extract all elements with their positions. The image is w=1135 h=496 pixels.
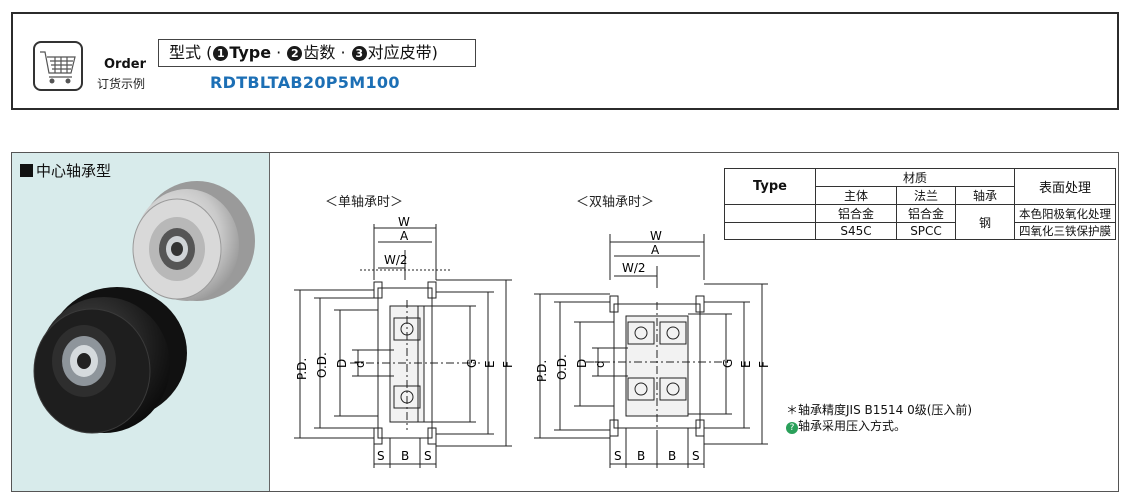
product-photo-area [12,153,270,491]
notes: ＊轴承精度JIS B1514 0级(压入前) ?轴承采用压入方式。 [786,402,972,434]
double-bearing-caption: ＜双轴承时＞ [576,195,655,210]
surface-cell: 本色阳极氧化处理 [1014,204,1116,223]
dim-A: A [651,243,660,257]
bearing-cell: 钢 [955,204,1015,240]
dim-d: d [593,360,607,368]
note-press-fit: ?轴承采用压入方式。 [786,418,972,434]
double-bearing-diagram: W A W/2 P.D. O.D. D d G E F S B B S [534,229,771,468]
dim-W: W [650,229,662,243]
material-table: Type 材质 表面处理 主体 法兰 轴承 铝合金 铝合金 钢 本色阳极氧化处理… [724,168,1116,240]
order-label: Order [104,57,146,72]
body-header: 主体 [815,186,897,205]
surface-cell: 四氧化三铁保护膜 [1014,222,1116,240]
section-title: 中心轴承型 [20,160,111,181]
type-cell [724,204,816,223]
dim-E: E [739,360,753,368]
table-row: S45C SPCC 四氧化三铁保护膜 [724,222,1116,240]
type-cell [724,222,816,240]
dim-S: S [614,449,622,463]
bearing-header: 轴承 [955,186,1015,205]
dim-G: G [465,359,479,368]
number-3-badge: 3 [351,46,367,61]
silver-pulley-image [132,181,255,301]
type-item-label: Type [229,43,272,62]
flange-cell: SPCC [896,222,956,240]
dim-G: G [721,359,735,368]
dim-F: F [757,361,771,368]
section-square-icon [20,164,33,177]
dim-D: D [335,359,349,368]
dim-F: F [501,361,515,368]
order-sublabel: 订货示例 [97,77,146,91]
dim-PD: P.D. [295,358,309,380]
note-bearing-precision: ＊轴承精度JIS B1514 0级(压入前) [786,403,973,417]
teeth-item-label: 齿数 [303,43,336,62]
type-prefix: 型式 ( [169,43,213,62]
order-example-box [11,12,1119,110]
number-2-badge: 2 [287,46,303,61]
body-cell: S45C [815,222,897,240]
separator: · [335,43,351,62]
material-header: 材质 [815,168,1015,187]
dim-B: B [637,449,645,463]
dim-E: E [483,360,497,368]
dim-OD: O.D. [555,354,569,380]
surface-treatment-header: 表面处理 [1014,168,1116,205]
dim-d: d [353,360,367,368]
dim-W: W [398,215,410,229]
dim-W2: W/2 [622,261,646,275]
dim-OD: O.D. [315,352,329,378]
shopping-cart-icon [33,41,83,91]
dim-S: S [424,449,432,463]
table-row: 铝合金 铝合金 钢 本色阳极氧化处理 [724,204,1116,240]
section-title-text: 中心轴承型 [36,162,112,180]
dim-W2: W/2 [384,253,408,267]
body-cell: 铝合金 [815,204,897,223]
dim-S: S [692,449,700,463]
separator: · [271,43,287,62]
order-example-code: RDTBLTAB20P5M100 [210,73,400,92]
product-panel [11,152,1119,492]
dim-S: S [377,449,385,463]
dim-B: B [401,449,409,463]
dim-A: A [400,229,409,243]
note-press-fit-text: 轴承采用压入方式。 [798,419,907,433]
single-bearing-caption: ＜单轴承时＞ [325,195,404,210]
black-pulley-image [33,287,187,434]
dim-D: D [575,359,589,368]
dim-B: B [668,449,676,463]
note-mark-icon: ? [786,422,798,434]
flange-header: 法兰 [896,186,956,205]
dim-PD: P.D. [535,360,549,382]
belt-item-label: 对应皮带) [367,43,438,62]
number-1-badge: 1 [213,46,229,61]
flange-cell: 铝合金 [896,204,956,223]
single-bearing-diagram: W A W/2 P.D. O.D. D d G E F S B S [294,215,515,468]
type-header: Type [724,168,816,205]
